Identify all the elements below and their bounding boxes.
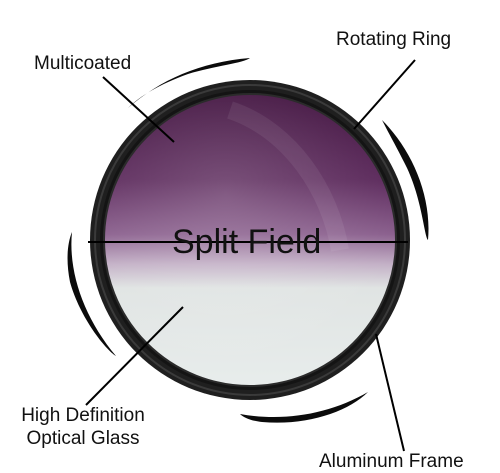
hd-optical-glass-label: High Definition Optical Glass — [8, 404, 158, 450]
split-field-label: Split Field — [172, 223, 322, 261]
swoosh-bottom — [240, 392, 368, 423]
rotating-ring-label: Rotating Ring — [336, 29, 452, 50]
rotating-ring-edge — [94, 84, 406, 396]
pointer-hd-glass — [85, 306, 184, 406]
pointer-aluminum-frame — [375, 333, 405, 452]
swoosh-left — [67, 232, 116, 356]
multicoated-label: Multicoated — [34, 53, 132, 74]
swoosh-right — [382, 120, 429, 240]
hd-optical-glass-label-line2: Optical Glass — [26, 428, 140, 449]
aluminum-frame-label: Aluminum Frame — [319, 451, 464, 472]
pointer-multicoated — [102, 76, 175, 143]
hd-optical-glass-label-line1: High Definition — [21, 405, 145, 426]
pointer-rotating-ring — [353, 59, 416, 130]
